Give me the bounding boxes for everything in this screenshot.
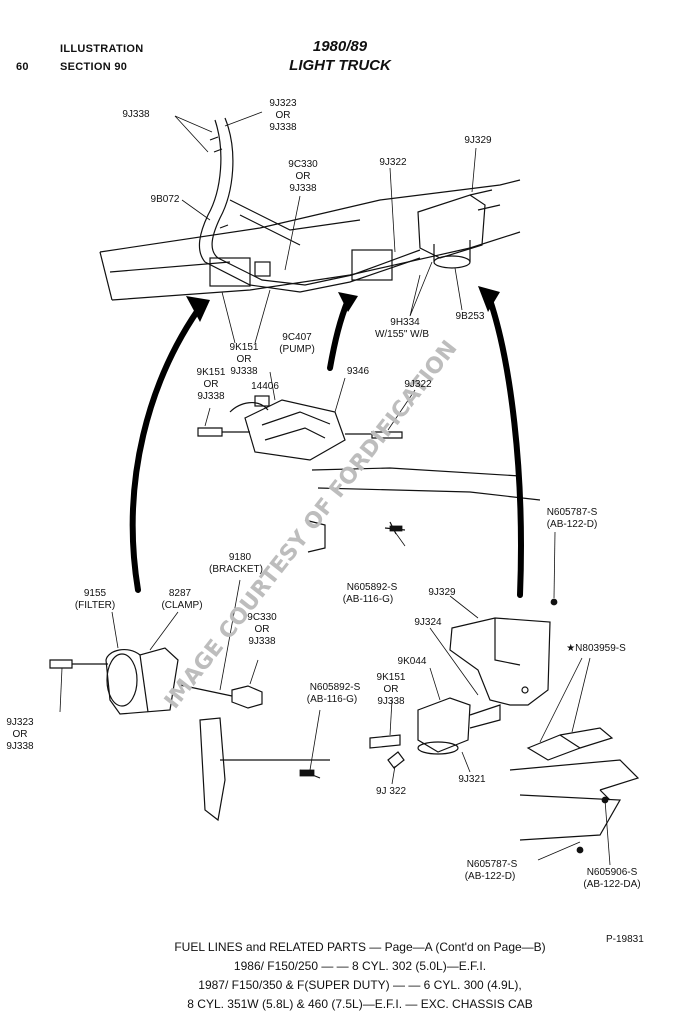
label-9k151-mid: 9K151 [197,367,226,378]
label-n605892-mid: N605892-S [347,582,398,593]
upper-filter-assembly [417,194,486,259]
label-9j323-low-alt: 9J338 [6,741,34,752]
label-9j324: 9J324 [414,617,442,628]
label-9j329-top: 9J329 [464,135,492,146]
label-9k151-low-or: OR [384,684,399,695]
label-n605787-top: N605787-S [547,507,598,518]
bolt-n605787-low [576,846,584,854]
label-9c330-top-alt: 9J338 [289,183,317,194]
vehicle-title: LIGHT TRUCK [289,57,391,74]
label-9k151-mid-alt: 9J338 [197,391,225,402]
label-9k151-low: 9K151 [377,672,406,683]
label-9c330-top-or: OR [296,171,311,182]
caption-line-1: FUEL LINES and RELATED PARTS — Page—A (C… [174,940,546,954]
lower-bracket-9j329 [449,617,551,706]
bolt-n605892-low [299,769,315,777]
section-label: SECTION 90 [60,61,128,73]
caption-line-3: 1987/ F150/350 & F(SUPER DUTY) — — 6 CYL… [198,978,522,992]
label-9j323-top: 9J323 [269,98,297,109]
label-9c330-top: 9C330 [288,159,318,170]
label-9j323-low: 9J323 [6,717,34,728]
label-n605906: N605906-S [587,867,638,878]
label-9k151-low-alt: 9J338 [377,696,405,707]
label-9j323-top-alt: 9J338 [269,122,297,133]
label-9j323-top-or: OR [276,110,291,121]
label-9j322-mid: 9J322 [404,379,432,390]
label-9j321: 9J321 [458,774,486,785]
label-9c407: 9C407 [282,332,312,343]
bolt-n605787-top [550,598,558,606]
label-9j338-top: 9J338 [122,109,150,120]
label-14406: 14406 [251,381,279,392]
label-9c330-low-alt: 9J338 [248,636,276,647]
flow-arrow-left [129,307,201,593]
label-9b253: 9B253 [456,311,485,322]
label-9j322-top: 9J322 [379,157,407,168]
label-9346: 9346 [347,366,370,377]
label-n605892-low: N605892-S [310,682,361,693]
caption-line-2: 1986/ F150/250 — — 8 CYL. 302 (5.0L)—E.F… [233,959,487,973]
label-9h334-wb: W/155" W/B [375,329,429,340]
label-8287-clamp: (CLAMP) [161,600,202,611]
label-n605787-top-code: (AB-122-D) [547,519,598,530]
label-9180-bracket: (BRACKET) [209,564,263,575]
fuel-pump-assembly [244,399,346,461]
label-9c330-low-or: OR [255,624,270,635]
label-n605906-code: (AB-122-DA) [583,879,640,890]
fuel-line-right [211,117,421,286]
label-9k151-top-or: OR [237,354,252,365]
caption-line-4: 8 CYL. 351W (5.8L) & 460 (7.5L)—E.F.I. —… [187,997,533,1011]
label-9k151-top: 9K151 [230,342,259,353]
label-9k151-mid-or: OR [204,379,219,390]
label-9j329-low: 9J329 [428,587,456,598]
label-9180: 9180 [229,552,252,563]
bolt-n605906 [601,796,609,804]
flow-arrow-middle [327,297,351,371]
label-8287: 8287 [169,588,192,599]
label-9k151-top-alt: 9J338 [230,366,258,377]
label-9155-filter: (FILTER) [75,600,115,611]
fuel-line-left [198,119,421,293]
frame-rail-upper [99,179,521,253]
label-9155: 9155 [84,588,107,599]
label-9j322-low: 9J 322 [376,786,406,797]
label-9c407-pump: (PUMP) [279,344,315,355]
bolt-n605892-mid [389,525,403,532]
label-n605787-low-code: (AB-122-D) [465,871,516,882]
label-9c330-low: 9C330 [247,612,277,623]
label-n605892-mid-code: (AB-116-G) [343,594,393,605]
year-range: 1980/89 [312,38,368,55]
label-9h334: 9H334 [390,317,420,328]
lower-left-frame-plate [199,717,226,822]
page-number: 60 [16,61,29,73]
label-n803959: ★N803959-S [566,643,626,654]
drawing-reference: P-19831 [606,934,644,945]
filter-assembly-lower [105,647,179,715]
label-9b072: 9B072 [151,194,180,205]
bracket-left-upper [209,257,251,287]
label-n605787-low: N605787-S [467,859,518,870]
flow-arrow-right [487,297,524,598]
label-n605892-low-code: (AB-116-G) [307,694,357,705]
lower-filter-9k044 [417,697,471,753]
label-9j323-low-or: OR [13,729,28,740]
bracket-mid-upper [351,249,393,281]
label-9k044: 9K044 [398,656,427,667]
illustration-label: ILLUSTRATION [60,43,144,55]
